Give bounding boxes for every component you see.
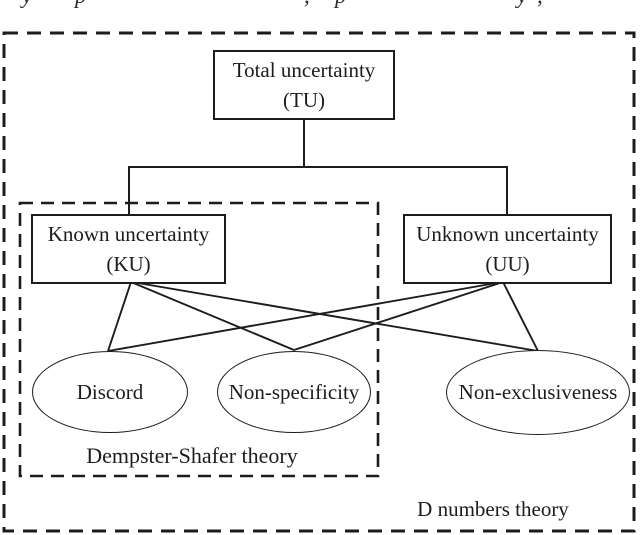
known-uncertainty-title: Known uncertainty [47, 222, 210, 246]
fan-connectors [107, 281, 539, 352]
uu-discord-line [107, 281, 503, 352]
tree-connectors [128, 119, 508, 216]
text-fragment: y [22, 0, 32, 9]
text-fragment: p [335, 0, 347, 9]
non-exclusiveness-node: Non-exclusiveness [446, 350, 630, 435]
uu-nonexclusiveness-line [502, 281, 539, 352]
ku-nonspecificity-line [130, 281, 295, 351]
cropped-text-fragments: y p , p y , [0, 0, 640, 10]
known-uncertainty-node: Known uncertainty (KU) [31, 214, 226, 284]
unknown-uncertainty-abbr: (UU) [485, 252, 530, 276]
discord-label: Discord [76, 379, 144, 404]
unknown-uncertainty-node: Unknown uncertainty (UU) [403, 214, 612, 284]
uu-nonspecificity-line [293, 281, 504, 351]
known-uncertainty-abbr: (KU) [106, 252, 151, 276]
dempster-shafer-theory-boundary [18, 201, 380, 478]
total-uncertainty-node: Total uncertainty (TU) [213, 50, 395, 120]
non-specificity-label: Non-specificity [228, 379, 360, 404]
text-fragment: , [304, 0, 310, 9]
d-numbers-theory-label: D numbers theory [417, 497, 569, 521]
total-uncertainty-abbr: (TU) [283, 88, 325, 112]
unknown-uncertainty-title: Unknown uncertainty [416, 222, 599, 246]
discord-node: Discord [32, 351, 188, 433]
text-fragment: y [517, 0, 527, 9]
total-uncertainty-title: Total uncertainty [232, 58, 376, 82]
d-numbers-theory-boundary [2, 31, 636, 533]
non-specificity-node: Non-specificity [217, 351, 371, 433]
ku-nonexclusiveness-line [131, 281, 539, 352]
text-fragment: p [75, 0, 87, 9]
non-exclusiveness-label: Non-exclusiveness [458, 380, 618, 404]
ku-discord-line [107, 281, 132, 352]
dempster-shafer-theory-label: Dempster-Shafer theory [86, 443, 298, 468]
text-fragment: , [537, 0, 543, 9]
